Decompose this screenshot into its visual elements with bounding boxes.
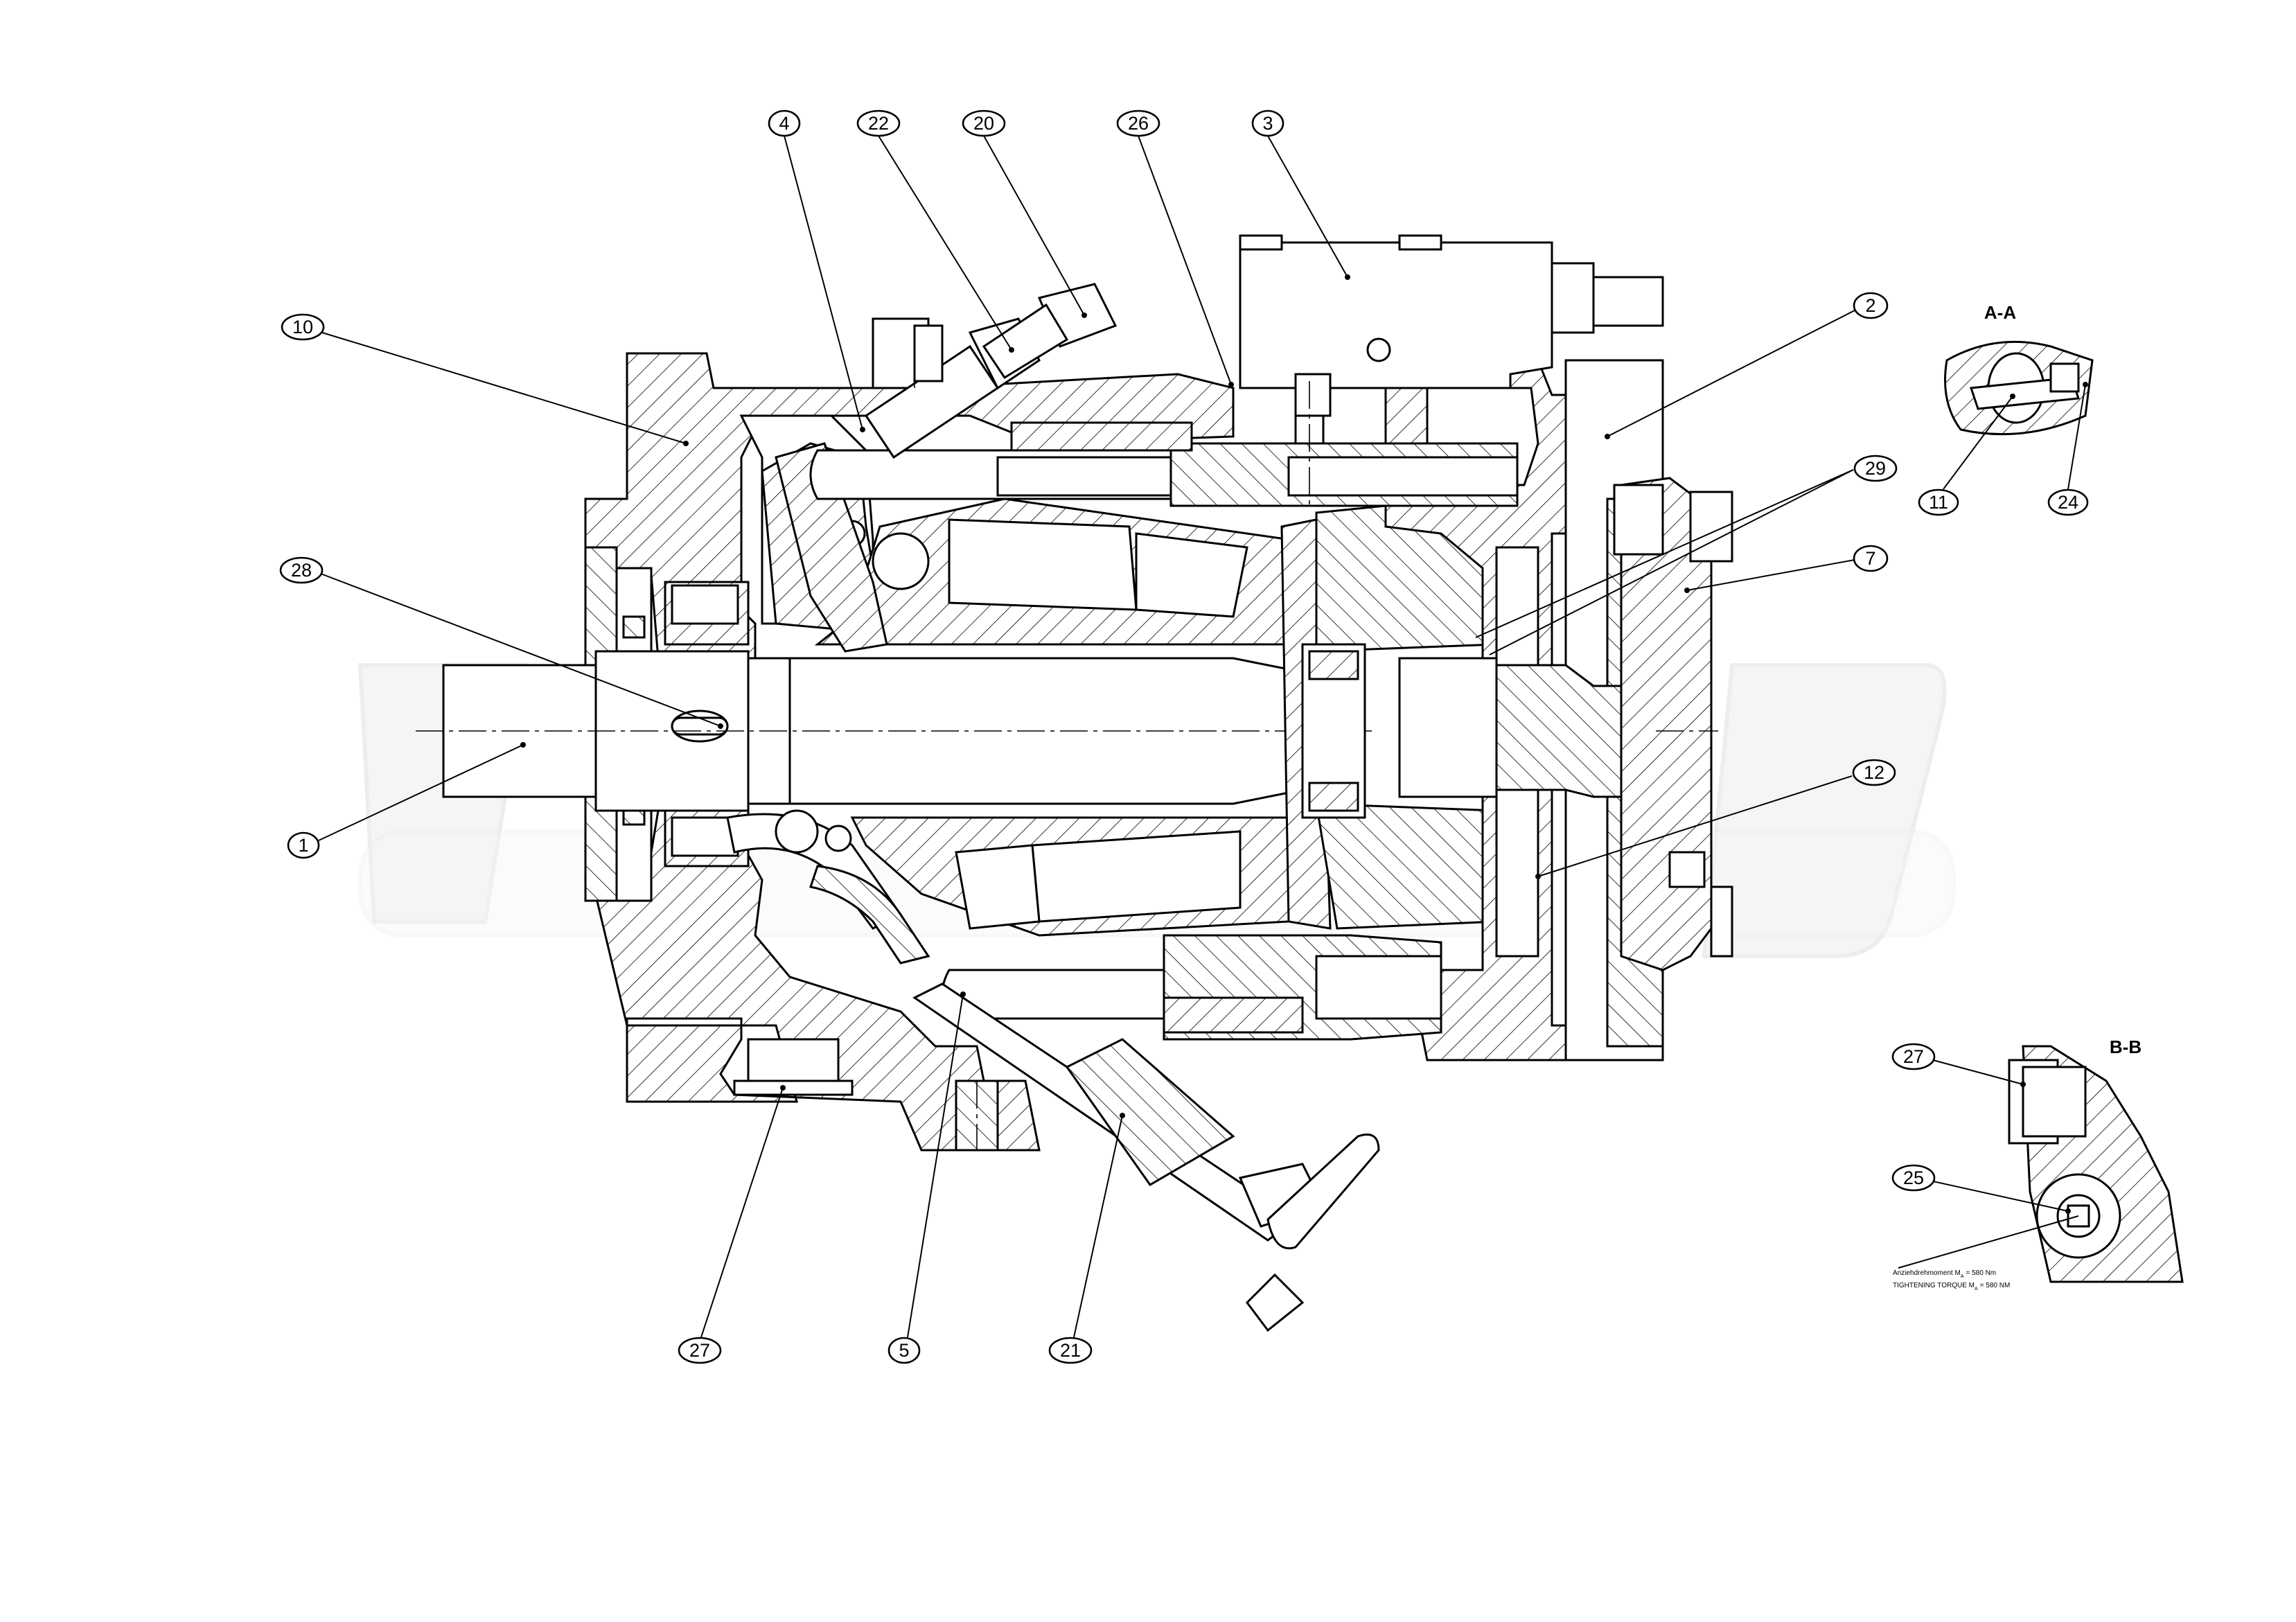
callout-27[interactable]: 27 <box>678 1085 786 1364</box>
callouts: 4 22 20 26 3 10 2 <box>279 109 2089 1364</box>
svg-text:3: 3 <box>1262 113 1273 134</box>
callout-3[interactable]: 3 <box>1251 109 1350 280</box>
callout-26[interactable]: 26 <box>1116 109 1234 387</box>
svg-text:29: 29 <box>1865 458 1886 479</box>
detail-a-a: A-A <box>1944 302 2094 436</box>
svg-text:28: 28 <box>291 560 312 581</box>
svg-text:10: 10 <box>292 317 313 337</box>
swashplate <box>726 442 930 964</box>
callout-4[interactable]: 4 <box>768 109 865 432</box>
stroke-piston-upper <box>809 421 1519 507</box>
svg-text:24: 24 <box>2058 492 2078 513</box>
svg-text:22: 22 <box>868 113 889 134</box>
torque-note-de: Anziehdrehmoment MA= 580 Nm <box>1893 1269 1996 1279</box>
svg-text:26: 26 <box>1128 113 1149 134</box>
svg-text:25: 25 <box>1903 1167 1924 1188</box>
callout-bb-27[interactable]: 27 <box>1891 1043 2026 1087</box>
svg-text:2: 2 <box>1865 295 1875 316</box>
stroke-piston-lower <box>941 934 1442 1041</box>
torque-note-en: TIGHTENING TORQUE MA= 580 NM <box>1893 1282 2010 1292</box>
callout-21[interactable]: 21 <box>1048 1113 1125 1364</box>
svg-text:5: 5 <box>899 1340 909 1361</box>
svg-text:12: 12 <box>1864 762 1884 783</box>
detail-b-b: B-B Anziehdrehmoment MA= 580 Nm TIGHTENI… <box>1893 1037 2184 1292</box>
callout-aa-11[interactable]: 11 <box>1918 394 2015 516</box>
svg-text:21: 21 <box>1060 1340 1081 1361</box>
cylinder-block <box>814 497 1297 937</box>
adjustment-screw-upper <box>864 283 1118 459</box>
adjustment-screw-lower <box>912 982 1380 1332</box>
svg-text:4: 4 <box>779 113 789 134</box>
svg-text:20: 20 <box>973 113 994 134</box>
callout-10[interactable]: 10 <box>281 313 689 446</box>
callout-22[interactable]: 22 <box>856 109 1014 353</box>
svg-text:27: 27 <box>1903 1046 1924 1067</box>
callout-1[interactable]: 1 <box>287 742 526 859</box>
callout-5[interactable]: 5 <box>888 991 966 1364</box>
port-plate <box>1280 497 1498 930</box>
callout-7[interactable]: 7 <box>1684 545 1889 593</box>
callout-12[interactable]: 12 <box>1535 759 1896 879</box>
svg-text:1: 1 <box>298 835 308 856</box>
drain-plug-bottom <box>733 324 999 1152</box>
detail-b-b-title: B-B <box>2110 1037 2142 1057</box>
callout-bb-25[interactable]: 25 <box>1891 1164 2079 1269</box>
callout-2[interactable]: 2 <box>1605 292 1889 439</box>
svg-text:7: 7 <box>1865 548 1875 569</box>
svg-text:27: 27 <box>689 1340 710 1361</box>
callout-28[interactable]: 28 <box>279 556 723 729</box>
detail-a-a-title: A-A <box>1984 302 2016 323</box>
drive-shaft <box>416 650 1372 812</box>
callout-aa-24[interactable]: 24 <box>2047 382 2089 516</box>
callout-29[interactable]: 29 <box>1475 455 1898 655</box>
callout-20[interactable]: 20 <box>962 109 1087 318</box>
svg-text:11: 11 <box>1929 492 1948 513</box>
